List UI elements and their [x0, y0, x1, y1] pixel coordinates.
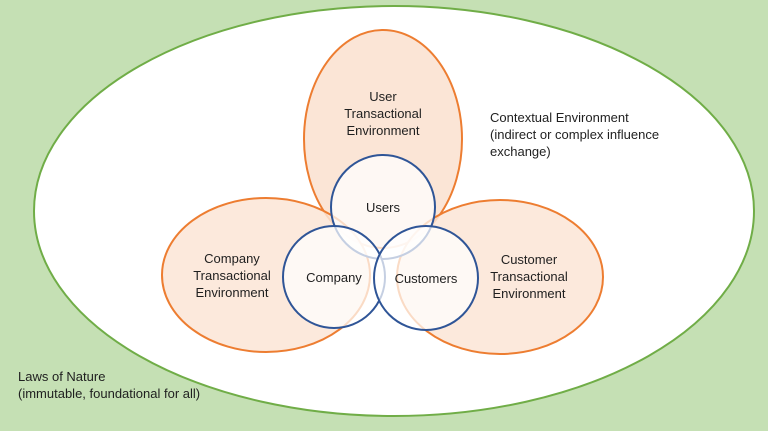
- laws-of-nature-label: Laws of Nature (immutable, foundational …: [18, 369, 200, 401]
- company-transactional-label: Company Transactional Environment: [193, 251, 271, 300]
- customers-circle: [373, 225, 479, 331]
- company-label: Company: [306, 270, 362, 285]
- customer-transactional-label: Customer Transactional Environment: [490, 252, 568, 301]
- user-transactional-line3: Environment: [347, 123, 420, 138]
- customer-transactional-line1: Customer: [501, 252, 558, 267]
- company-transactional-line3: Environment: [196, 285, 269, 300]
- customer-transactional-line3: Environment: [493, 286, 566, 301]
- laws-of-nature-line2: (immutable, foundational for all): [18, 386, 200, 401]
- contextual-environment-line2: (indirect or complex influence: [490, 127, 659, 142]
- company-transactional-line2: Transactional: [193, 268, 271, 283]
- customers-label: Customers: [395, 271, 458, 286]
- user-transactional-line2: Transactional: [344, 106, 422, 121]
- laws-of-nature-line1: Laws of Nature: [18, 369, 105, 384]
- contextual-environment-line1: Contextual Environment: [490, 110, 629, 125]
- contextual-environment-line3: exchange): [490, 144, 551, 159]
- company-transactional-line1: Company: [204, 251, 260, 266]
- user-transactional-label: User Transactional Environment: [344, 89, 422, 138]
- contextual-environment-label: Contextual Environment (indirect or comp…: [490, 110, 659, 159]
- customer-transactional-line2: Transactional: [490, 269, 568, 284]
- users-label: Users: [366, 200, 400, 215]
- user-transactional-line1: User: [369, 89, 397, 104]
